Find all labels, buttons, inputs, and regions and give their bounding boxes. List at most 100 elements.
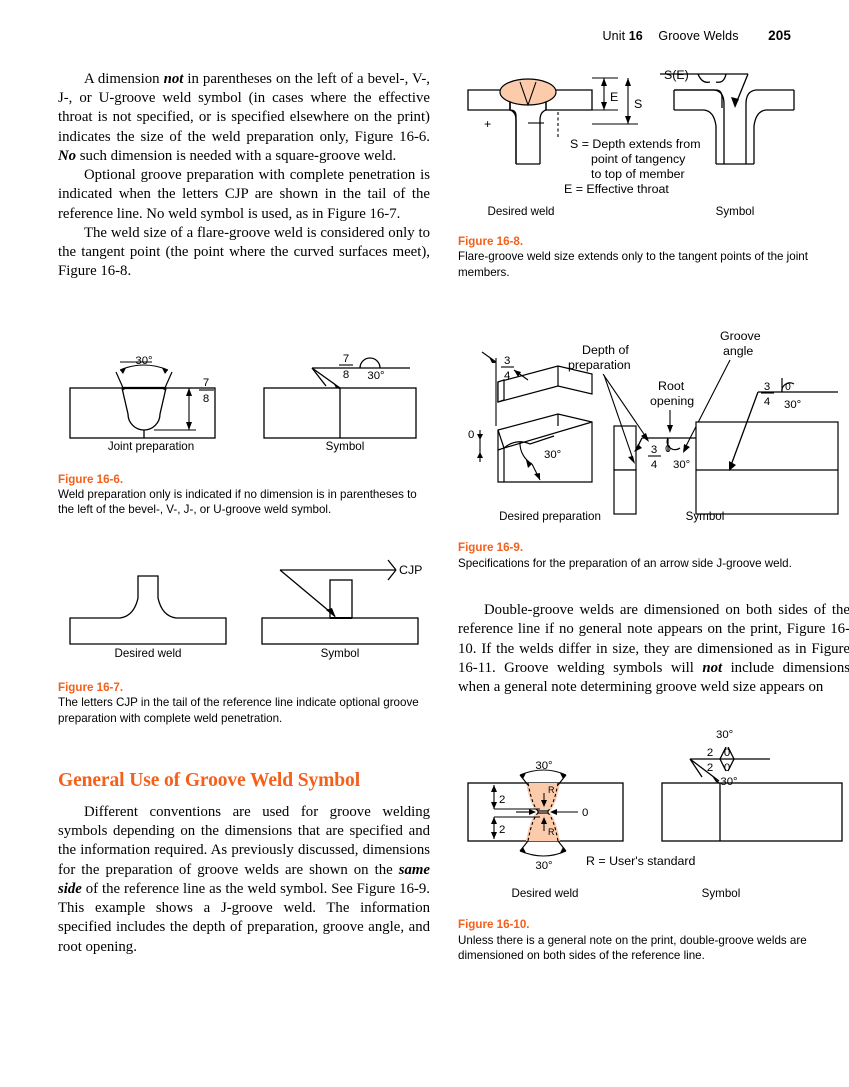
fig1610-desired-weld: R R 30° 30° [467, 760, 696, 872]
fig1610-root-opening: 0 [582, 807, 588, 819]
fig1610-angle-bottom: 30° [535, 860, 552, 872]
fig1610-left-label: Desired weld [511, 887, 579, 901]
running-head-unit-word: Unit [602, 29, 626, 43]
fig167-symbol: CJP [261, 559, 422, 645]
fig1610-angle-top: 30° [535, 760, 552, 772]
figure-16-8-graphic: + E S S = Depth extends from poin [467, 68, 795, 196]
fig169-callout-angle-line2: angle [723, 344, 753, 358]
paragraph-2: Optional groove preparation with complet… [58, 167, 430, 222]
fig1610-sym-root-top: 0 [724, 747, 730, 759]
fig169-plate-root: 0 [785, 382, 791, 393]
fig1610-sym-size-top: 2 [707, 747, 713, 759]
fig169-callout-root-line2: opening [650, 394, 694, 408]
fig1610-size-top: 2 [499, 794, 505, 806]
fig1610-sym-size-bottom: 2 [707, 762, 713, 774]
fig169-plate-angle: 30° [784, 399, 801, 411]
fig169-sym-depth-num: 3 [651, 444, 657, 456]
figure-16-9-graphic: 30° 3 4 0 [468, 329, 839, 515]
fig169-callout-depth-line2: preparation [568, 358, 631, 372]
fig168-note-s-line3: to top of member [591, 167, 685, 181]
fig166-caption-text: Weld preparation only is indicated if no… [58, 487, 417, 517]
fig169-number: Figure 16-9. [458, 541, 524, 555]
running-head-unit-number: 16 [628, 29, 643, 43]
figure-16-6-caption: Figure 16-6. Weld preparation only is in… [58, 472, 430, 518]
fig168-note-e: E = Effective throat [564, 182, 669, 196]
fig167-desired-weld [69, 575, 227, 645]
running-head-title: Groove Welds [658, 29, 739, 43]
fig169-callout-angle-line1: Groove [720, 329, 761, 343]
right-column: + E S S = Depth extends from poin [458, 60, 849, 963]
fig169-symbol: 3 4 0 30° Depth of preparation Root open… [568, 329, 761, 515]
figure-16-10: R R 30° 30° [458, 729, 849, 907]
fig169-root-opening: 0 [468, 429, 474, 441]
fig1610-caption-text: Unless there is a general note on the pr… [458, 933, 807, 963]
figure-16-7-graphic: CJP [69, 559, 422, 645]
figure-16-9: 30° 3 4 0 [458, 322, 849, 530]
fig167-number: Figure 16-7. [58, 680, 124, 694]
paragraph-1-text: A dimension not in parentheses on the le… [58, 71, 430, 164]
running-head: Unit 16 Groove Welds 205 [603, 28, 791, 43]
fig1610-sym-angle-top-overlay: 30° [716, 729, 734, 742]
fig168-left-label: Desired weld [487, 205, 555, 218]
fig169-callout-depth-line1: Depth of [582, 343, 629, 357]
fig166-symbol-denominator: 8 [343, 369, 349, 381]
fig1610-r-label-top: R [548, 785, 555, 795]
fig168-note-s-line2: point of tangency [591, 152, 686, 166]
fig169-angle: 30° [544, 449, 561, 461]
fig166-symbol: 7 8 30° [263, 353, 417, 439]
figure-16-6: 30° 7 8 [58, 348, 430, 460]
fig169-symbol-plate: 3 4 0 30° [695, 378, 839, 515]
fig166-symbol-angle: 30° [367, 370, 384, 382]
fig169-right-label: Symbol [685, 510, 725, 524]
fig1610-r-label-bottom: R [548, 827, 555, 837]
fig169-left-label: Desired preparation [499, 510, 601, 524]
fig1610-symbol: 2 0 30° 2 0 30° [661, 747, 843, 842]
fig166-size-numerator: 7 [203, 377, 209, 389]
fig169-sym-root: 0 [665, 444, 671, 455]
right-paragraph: Double-groove welds are dimensioned on b… [458, 602, 849, 695]
fig166-number: Figure 16-6. [58, 472, 124, 486]
fig168-dim-e: E [610, 90, 618, 104]
fig168-symbol: S(E) [660, 68, 795, 165]
fig169-sym-depth-den: 4 [651, 459, 657, 471]
fig169-callout-root-line1: Root [658, 379, 685, 393]
fig1610-size-bottom: 2 [499, 824, 505, 836]
fig169-depth-numerator: 3 [504, 355, 510, 367]
fig168-number: Figure 16-8. [458, 235, 524, 248]
fig166-angle-label: 30° [135, 355, 152, 367]
fig168-dim-s: S [634, 97, 642, 111]
paragraph-1: A dimension not in parentheses on the le… [58, 70, 430, 166]
fig167-caption-text: The letters CJP in the tail of the refer… [58, 696, 419, 725]
fig168-plus-mark: + [484, 117, 491, 131]
left-column: A dimension not in parentheses on the le… [58, 70, 430, 957]
page-number: 205 [768, 28, 791, 43]
fig169-plate-depth-num: 3 [764, 381, 770, 393]
figure-16-6-graphic: 30° 7 8 [69, 353, 417, 439]
figure-16-10-graphic: R R 30° 30° [467, 747, 843, 872]
fig168-note-s-line1: S = Depth extends from [570, 137, 701, 151]
fig167-tail-text: CJP [399, 563, 422, 577]
fig1610-sym-root-bottom: 0 [724, 762, 730, 774]
fig169-plate-depth-den: 4 [764, 396, 770, 408]
fig1610-right-label: Symbol [701, 887, 741, 901]
fig166-right-label: Symbol [325, 439, 365, 453]
fig1610-number: Figure 16-10. [458, 918, 530, 932]
fig169-depth-denominator: 4 [504, 370, 510, 382]
fig1610-sym-angle-bottom: 30° [720, 776, 737, 788]
fig166-size-denominator: 8 [203, 393, 209, 405]
section-heading: General Use of Groove Weld Symbol [58, 770, 361, 792]
fig166-joint-prep: 30° 7 8 [69, 355, 216, 439]
figure-16-8-caption: Figure 16-8. Flare-groove weld size exte… [458, 234, 849, 280]
figure-16-8: + E S S = Depth extends from poin [458, 60, 849, 226]
figure-16-7-caption: Figure 16-7. The letters CJP in the tail… [58, 680, 430, 726]
figure-16-7: CJP Desired weld Symbol [58, 554, 430, 666]
fig166-left-label: Joint preparation [107, 439, 195, 453]
fig166-symbol-numerator: 7 [343, 353, 349, 365]
figure-16-9-caption: Figure 16-9. Specifications for the prep… [458, 540, 849, 571]
fig169-sym-angle: 30° [673, 459, 690, 471]
fig169-desired-preparation: 30° 3 4 0 [468, 351, 593, 483]
fig1610-r-note: R = User's standard [586, 854, 696, 868]
section-paragraph: Different conventions are used for groov… [58, 804, 430, 955]
fig168-desired-weld: + E S S = Depth extends from poin [467, 77, 701, 196]
fig167-right-label: Symbol [320, 646, 360, 660]
